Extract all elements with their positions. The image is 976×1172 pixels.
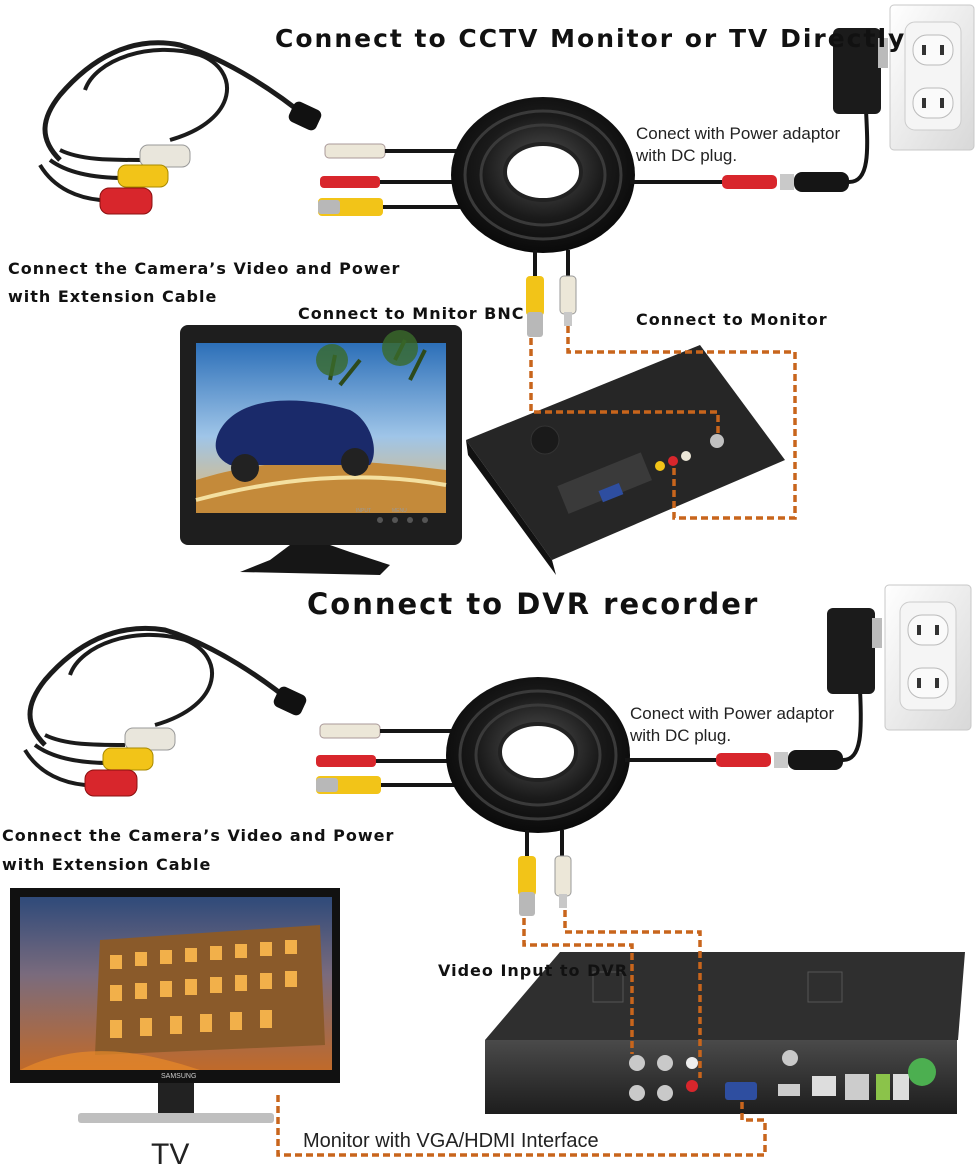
monitor-label: Connect to Monitor bbox=[636, 310, 828, 329]
tv-label: TV bbox=[151, 1138, 190, 1171]
connection-lines-bottom bbox=[276, 910, 767, 1157]
tv bbox=[10, 888, 340, 1123]
wall-outlet-top bbox=[889, 4, 975, 151]
lcd-monitor-front bbox=[180, 325, 462, 575]
dc-plugs-top bbox=[722, 109, 870, 192]
power-note-bottom-line2: with DC plug. bbox=[630, 726, 732, 745]
camera-caption-top-line2: with Extension Cable bbox=[8, 287, 218, 306]
vertical-plugs-bottom bbox=[518, 855, 572, 916]
vertical-plugs-top bbox=[526, 275, 577, 337]
title-top: Connect to CCTV Monitor or TV Directly bbox=[275, 24, 907, 53]
coiled-extension-cable-bottom bbox=[446, 677, 718, 860]
power-adapter-top bbox=[833, 28, 888, 114]
bnc-label: Connect to Mnitor BNC bbox=[298, 304, 525, 323]
power-note-top-line2: with DC plug. bbox=[636, 146, 738, 165]
dvr-recorder bbox=[485, 952, 965, 1114]
dc-plugs-bottom bbox=[716, 689, 863, 770]
camera-caption-bottom-line2: with Extension Cable bbox=[2, 855, 212, 874]
monitor-button-label-input: INPUT bbox=[356, 508, 371, 514]
monitor-button-label-menu: MENU bbox=[392, 508, 407, 514]
camera-pigtail-top bbox=[38, 40, 322, 215]
power-note-bottom-line1: Conect with Power adaptor bbox=[630, 704, 835, 723]
camera-pigtail-bottom bbox=[23, 625, 307, 797]
cable-plugs-bottom bbox=[316, 723, 455, 794]
power-adapter-bottom bbox=[827, 608, 882, 694]
lcd-monitor-rear bbox=[466, 345, 785, 575]
camera-caption-bottom-line1: Connect the Camera’s Video and Power bbox=[2, 826, 395, 845]
camera-caption-top-line1: Connect the Camera’s Video and Power bbox=[8, 259, 401, 278]
dvr-label: Video Input to DVR bbox=[438, 961, 629, 980]
wall-outlet-bottom bbox=[884, 584, 972, 731]
tv-brand: SAMSUNG bbox=[161, 1073, 197, 1080]
title-bottom: Connect to DVR recorder bbox=[307, 587, 760, 621]
interface-label: Monitor with VGA/HDMI Interface bbox=[303, 1130, 599, 1152]
cable-plugs-top bbox=[318, 143, 460, 216]
connection-lines-top bbox=[529, 326, 797, 520]
power-note-top-line1: Conect with Power adaptor bbox=[636, 124, 841, 143]
coiled-extension-cable-top bbox=[451, 97, 725, 280]
